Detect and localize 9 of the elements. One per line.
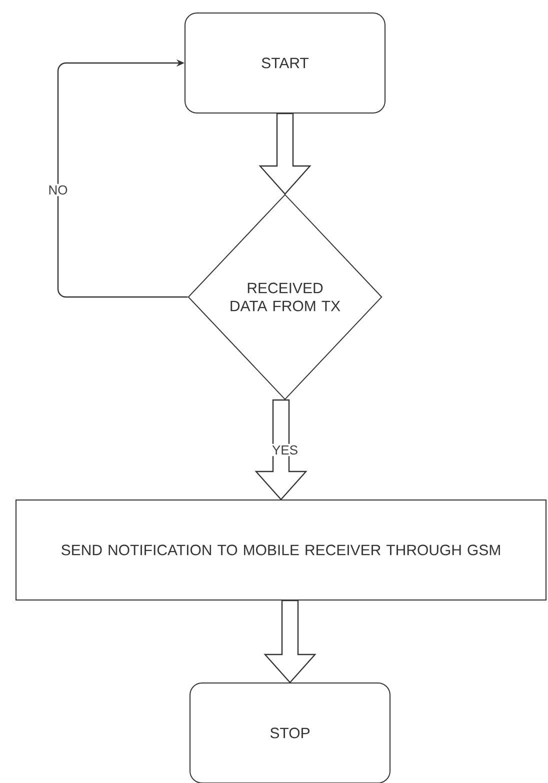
block-arrow <box>254 399 308 500</box>
block-arrow <box>264 600 316 684</box>
start-box: START <box>184 12 386 114</box>
block-arrow <box>258 112 312 195</box>
process-box: SEND NOTIFICATION TO MOBILE RECEIVER THROUGH GSM <box>16 500 546 600</box>
edge-label: NO <box>46 184 70 196</box>
arrow <box>57 59 188 298</box>
stop-box: STOP <box>190 682 390 783</box>
edge-label: YES <box>270 444 300 456</box>
